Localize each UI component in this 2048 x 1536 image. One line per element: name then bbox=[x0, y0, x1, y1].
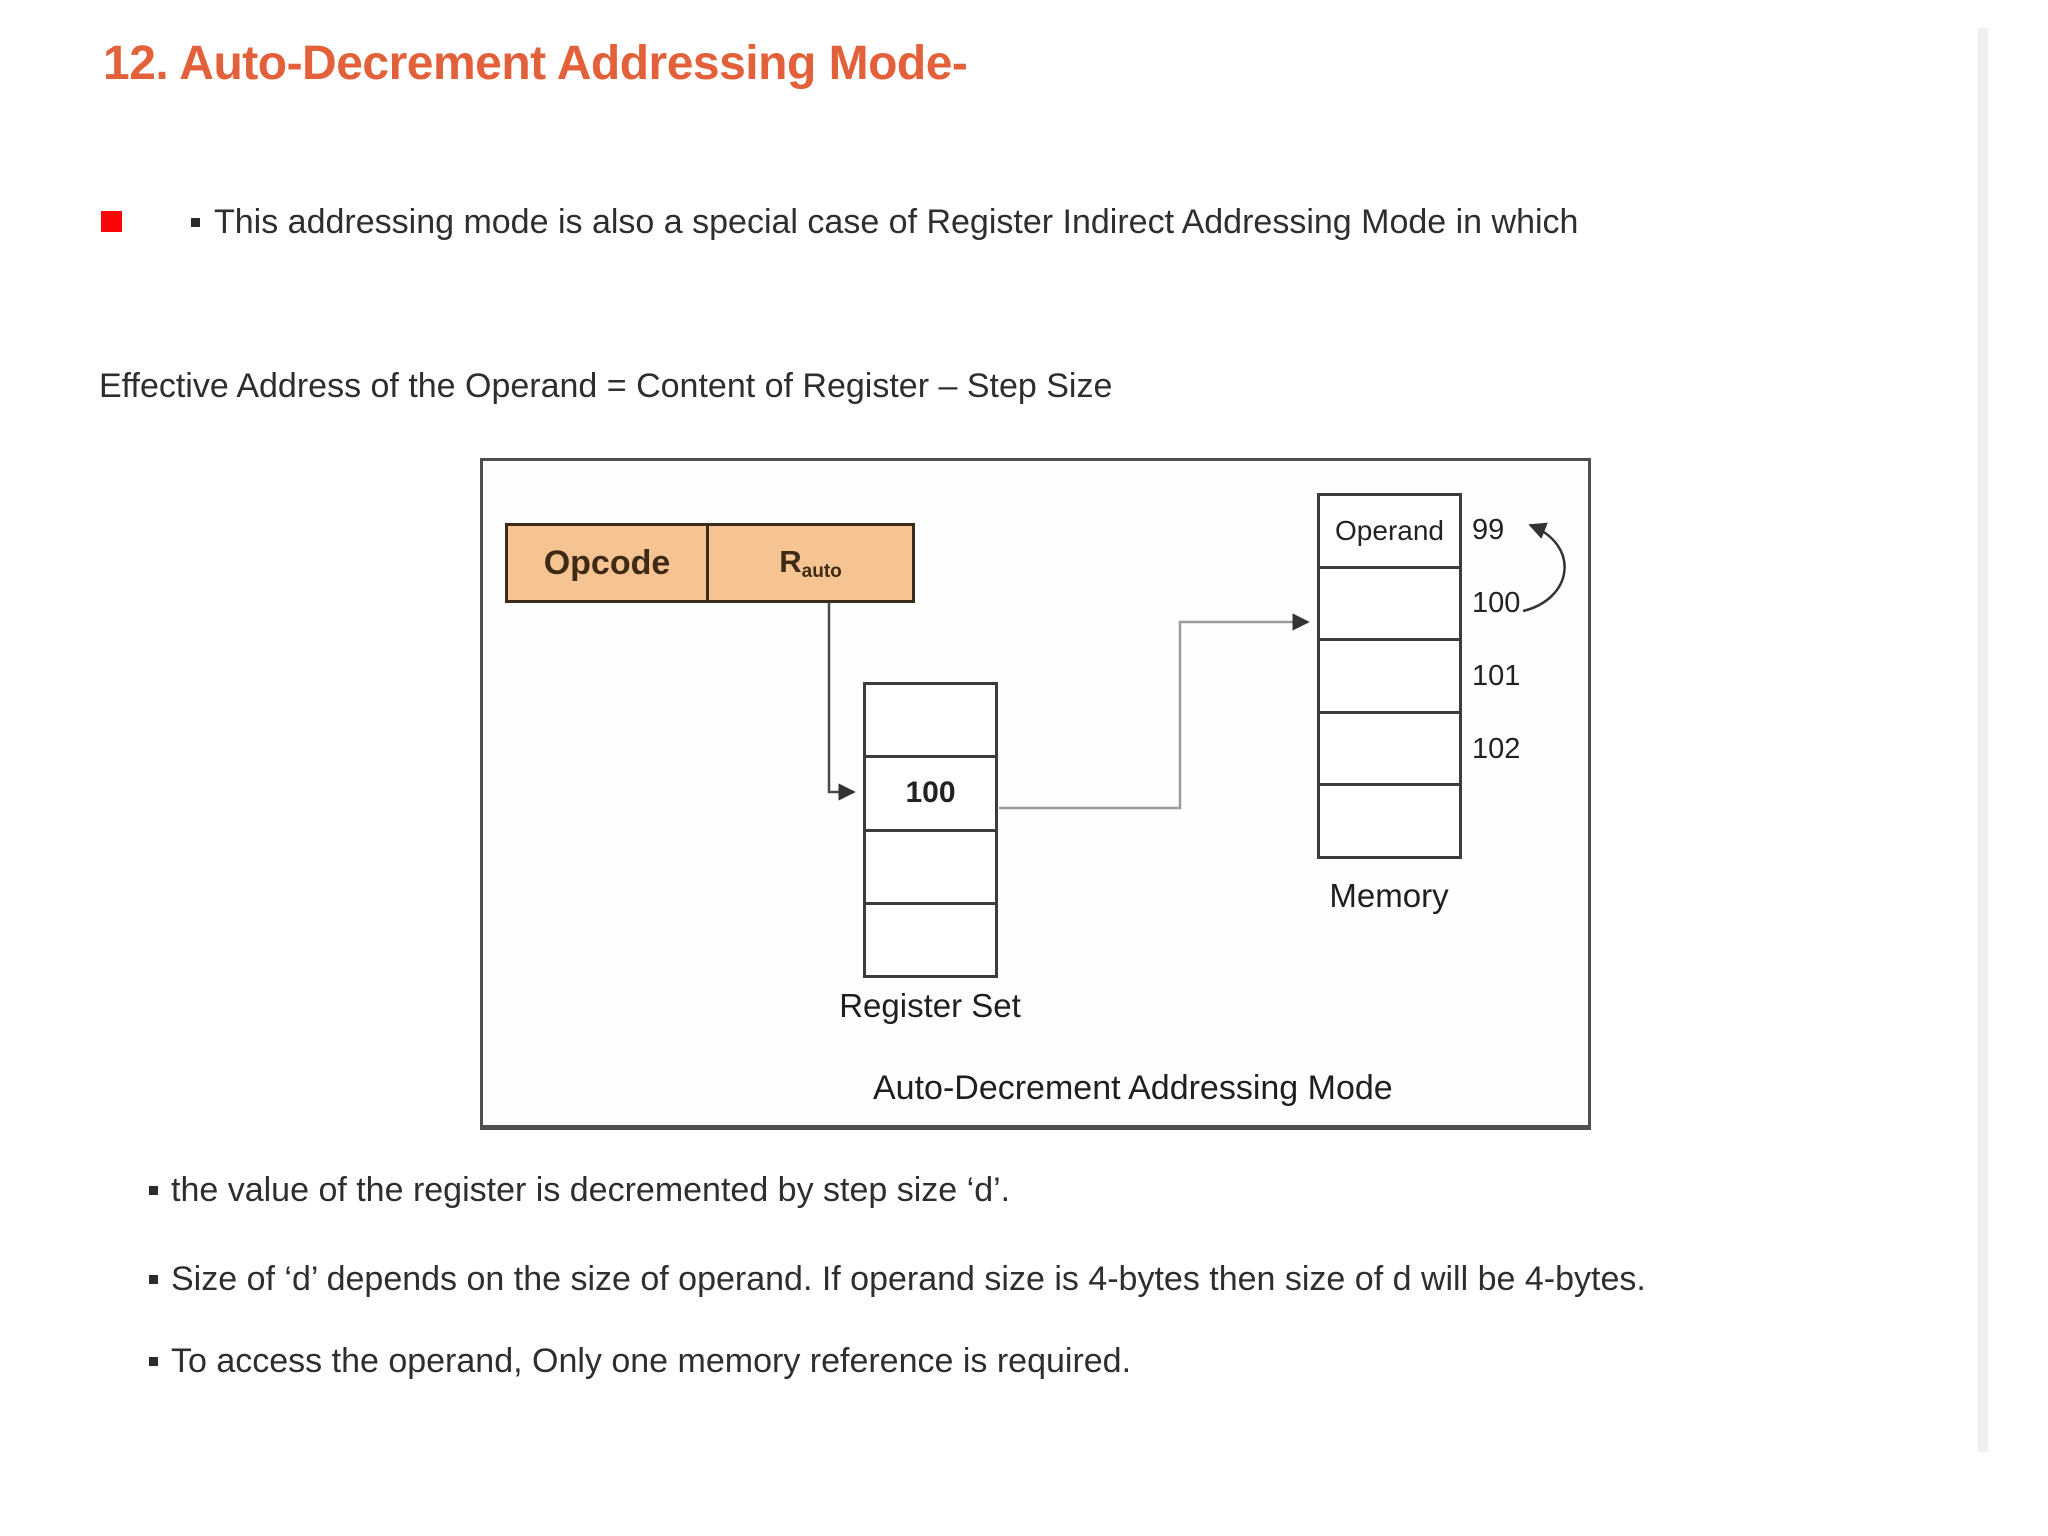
register-cell bbox=[866, 685, 995, 755]
rauto-label: Rauto bbox=[779, 544, 842, 583]
diagram-caption: Auto-Decrement Addressing Mode bbox=[873, 1069, 1393, 1107]
register-to-memory-arrow bbox=[999, 613, 1310, 810]
connector-lines bbox=[827, 522, 1566, 810]
formula-text: Effective Address of the Operand = Conte… bbox=[99, 367, 1113, 405]
rauto-cell: Rauto bbox=[709, 526, 912, 600]
register-cell bbox=[866, 828, 995, 902]
memory-cell bbox=[1320, 638, 1459, 711]
memory-address-102: 102 bbox=[1472, 733, 1521, 765]
memory-label: Memory bbox=[1329, 877, 1449, 914]
intro-bullet-text: This addressing mode is also a special c… bbox=[214, 203, 1579, 241]
bullet-text-2: Size of ‘d’ depends on the size of opera… bbox=[171, 1260, 1646, 1298]
bullet-text-1: the value of the register is decremented… bbox=[171, 1171, 1011, 1209]
register-value: 100 bbox=[905, 776, 956, 810]
decrement-curve-arrow bbox=[1522, 522, 1566, 613]
page-edge-line bbox=[1978, 28, 1988, 1452]
register-set-label: Register Set bbox=[839, 987, 1021, 1024]
opcode-label: Opcode bbox=[543, 543, 671, 582]
memory-cell bbox=[1320, 783, 1459, 856]
memory-cell bbox=[1320, 565, 1459, 639]
bullet-square-icon bbox=[149, 1186, 158, 1195]
bullet-square-icon bbox=[191, 218, 200, 227]
opcode-cell: Opcode bbox=[508, 526, 709, 600]
rauto-to-register-arrow bbox=[827, 603, 856, 801]
memory-cell: Operand bbox=[1320, 496, 1459, 566]
memory-address-101: 101 bbox=[1472, 660, 1521, 692]
memory-address-99: 99 bbox=[1472, 514, 1505, 546]
operand-cell-label: Operand bbox=[1335, 514, 1444, 546]
register-cell bbox=[866, 901, 995, 975]
bullet-square-icon bbox=[149, 1275, 158, 1284]
register-cell: 100 bbox=[866, 755, 995, 828]
register-stack: 100 bbox=[863, 682, 998, 978]
bullet-text-3: To access the operand, Only one memory r… bbox=[171, 1342, 1132, 1380]
memory-cell bbox=[1320, 710, 1459, 784]
bullet-square-icon bbox=[149, 1357, 158, 1366]
register-base: R bbox=[779, 543, 802, 579]
red-square-marker bbox=[101, 211, 122, 232]
memory-address-100: 100 bbox=[1472, 587, 1521, 619]
instruction-word: Opcode Rauto bbox=[505, 523, 915, 603]
page-title: 12. Auto-Decrement Addressing Mode- bbox=[103, 37, 968, 90]
register-sub: auto bbox=[801, 560, 842, 582]
memory-stack: Operand bbox=[1317, 493, 1462, 859]
diagram-frame: Opcode Rauto 100 Operand 99 100 101 102 … bbox=[480, 458, 1591, 1130]
